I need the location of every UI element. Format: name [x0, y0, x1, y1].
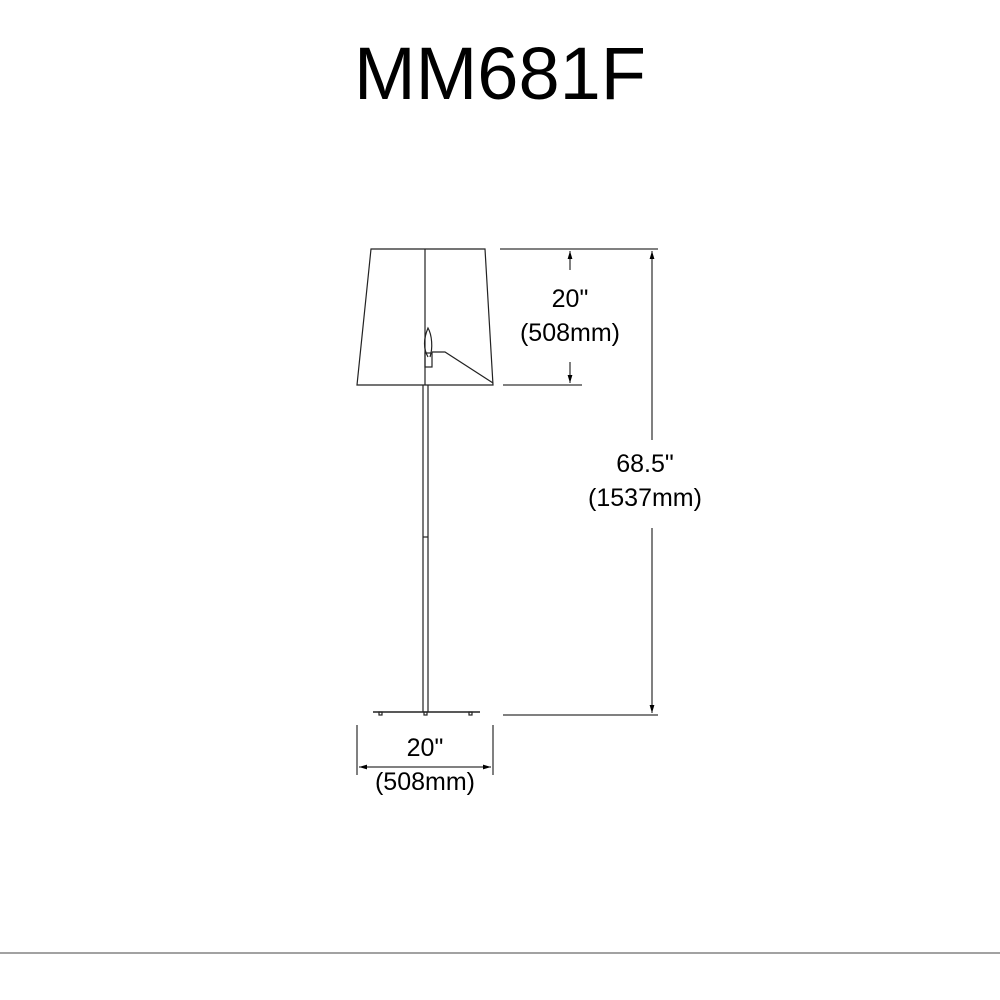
socket — [424, 352, 433, 368]
base-width-imperial: 20" — [406, 734, 444, 762]
base-width-metric: (508mm) — [374, 768, 475, 796]
model-title: MM681F — [354, 32, 646, 115]
base-foot — [468, 711, 473, 716]
harp-arm — [432, 351, 494, 384]
bulb-icon — [424, 326, 433, 358]
overall-height-metric: (1537mm) — [588, 484, 702, 512]
shade-height-imperial: 20" — [551, 285, 589, 313]
base-foot — [378, 711, 383, 716]
shade-height-metric: (508mm) — [519, 319, 620, 347]
lamp-shade — [356, 248, 494, 386]
base-foot — [423, 711, 428, 716]
dimension-lines — [0, 248, 1000, 954]
overall-height-imperial: 68.5" — [616, 450, 674, 478]
floor-lamp — [356, 248, 494, 716]
